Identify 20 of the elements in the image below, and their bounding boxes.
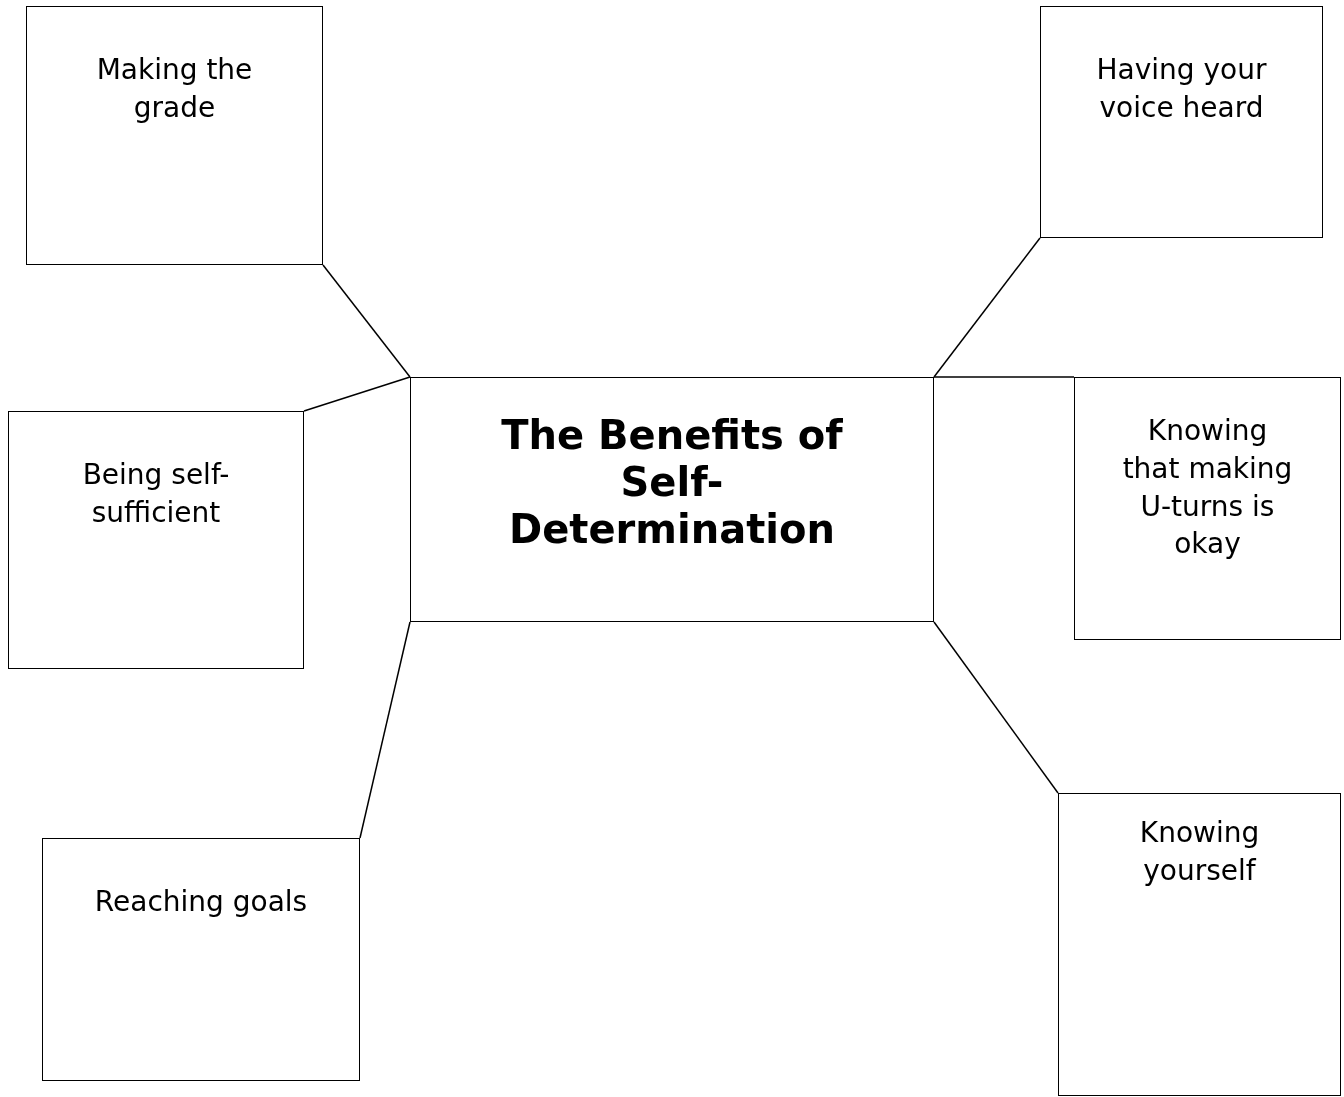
connector-line [933, 376, 1075, 378]
connector-line [303, 376, 411, 412]
connector-line [933, 621, 1059, 794]
topic-box [1074, 377, 1341, 640]
topic-text: Having your voice heard [1095, 52, 1268, 126]
topic-box [26, 6, 323, 265]
topic-text: Making the grade [95, 52, 254, 126]
topic-box [1058, 793, 1341, 1096]
connector-line [322, 264, 411, 378]
topic-text: Knowing yourself [1138, 815, 1261, 889]
topic-box [8, 411, 304, 669]
topic-box [1040, 6, 1323, 238]
connector-line [933, 237, 1041, 378]
topic-box [42, 838, 360, 1081]
central-topic-text: The Benefits of Self-Determination [500, 412, 844, 554]
topic-text: Knowing that making U-turns is okay [1122, 413, 1293, 563]
connector-line [359, 621, 411, 839]
central-topic-box [410, 377, 934, 622]
topic-text: Being self-sufficient [81, 457, 231, 531]
topic-text: Reaching goals [94, 884, 308, 920]
